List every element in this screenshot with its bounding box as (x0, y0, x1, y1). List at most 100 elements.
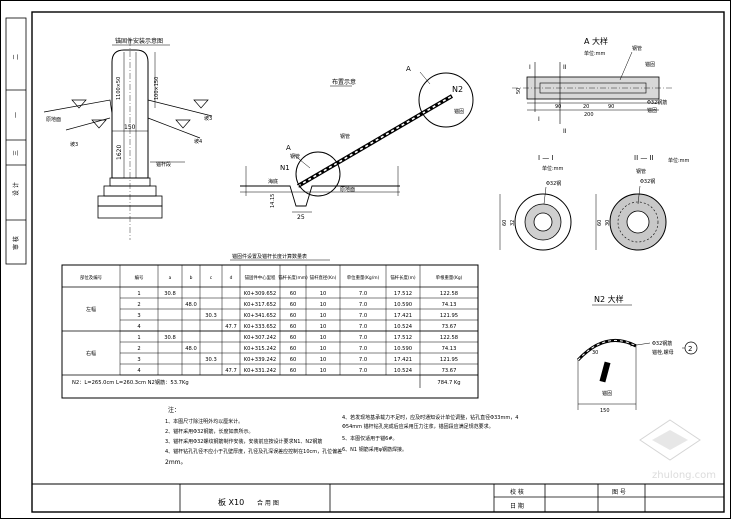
table-cell: 10 (320, 302, 327, 308)
inner-border (31, 11, 725, 513)
section-ii: II — II 单位:mm 钢管 Φ32钢 60 30 (595, 154, 690, 251)
section-i-mark-bottom: I (538, 116, 540, 123)
section-ii-dim-30: 30 (605, 220, 611, 226)
table-cell: 60 (290, 302, 297, 308)
check-label: 校 核 (510, 488, 524, 496)
table-title: 锚固件设置及锚杆长度计算数量表 (232, 253, 307, 260)
steel-pipe-label: 钢管 (340, 133, 350, 140)
table-cell: 10 (320, 291, 327, 297)
label-a-upper: A (406, 65, 411, 73)
table-cell: 60 (290, 346, 297, 352)
dim-90a: 90 (555, 104, 561, 110)
table-header-cell: 锚固件中心里程 (245, 274, 276, 281)
notes-block: 注： 1、本图尺寸除注明外均以厘米计。 2、锚杆采用Φ32钢筋，长度如表所示。 … (165, 406, 518, 466)
detail-a-anchor: 锚固 (645, 61, 655, 68)
side-text-5: 审 核 (12, 236, 20, 250)
anchor-label: 锚固 (454, 108, 464, 115)
anchor-view-title: 锚固件安装示意图 (115, 37, 163, 45)
table-cell: 7.0 (359, 302, 367, 308)
section-i-dim-32: 32 (510, 220, 516, 226)
table-cell: 3 (137, 357, 140, 363)
sea-label: 海底 (268, 178, 278, 185)
notes-heading: 注： (168, 406, 180, 414)
pipe-label: 钢管 (290, 153, 300, 160)
table-cell: 30.8 (164, 335, 176, 341)
table-cell: 7.0 (359, 335, 367, 341)
table-cell: 2 (137, 346, 140, 352)
table-footer-total: 784.7 Kg (437, 380, 460, 386)
table-header-cell: 编号 (135, 274, 144, 281)
table-header-cell: 锚杆长度(mm) (278, 274, 308, 281)
detail-circle-a (295, 151, 341, 197)
dim-1100: 1100×50 (116, 77, 122, 100)
table-cell: K0+315.242 (244, 346, 277, 352)
n2-dim-30: 30 (592, 350, 598, 356)
table-cell: 122.58 (440, 291, 458, 297)
table-cell: 10 (320, 313, 327, 319)
dim-200: 200 (584, 112, 594, 118)
drawing-label: 合 用 图 (257, 499, 279, 507)
table-cell: 1 (137, 335, 140, 341)
table-cell: K0+331.242 (244, 368, 277, 374)
note-left-2: 2、锚杆采用Φ32钢筋，长度如表所示。 (165, 428, 253, 435)
table-cell: K0+307.242 (244, 335, 277, 341)
table-cell: 10.590 (394, 302, 412, 308)
table-cell: 121.95 (440, 357, 458, 363)
table-cell: 47.7 (225, 368, 237, 374)
table-cell: 73.67 (442, 324, 457, 330)
note-right-2: Φ54mm 锚杆钻孔完成后应采用压力注浆，锚固段应满足规范要求。 (342, 423, 494, 430)
section-ii-dim-60: 60 (597, 220, 603, 226)
table-header-cell: 单位重量(Kg/m) (347, 274, 380, 281)
note-right-4: 6、N1 钢筋采用φ钢筋焊接。 (342, 446, 407, 453)
label-a-lower: A (286, 144, 291, 152)
dim-20: 20 (583, 104, 589, 110)
detail-a-pipe: 钢管 (632, 45, 642, 52)
dim-100: 100×150 (154, 77, 160, 100)
note-left-5: 2mm。 (165, 459, 187, 466)
section-i-title: I — I (538, 154, 554, 162)
table-cell: 10 (320, 357, 327, 363)
table-cell: 3 (137, 313, 140, 319)
side-strip: 二 一 三 设 计 审 核 (5, 17, 27, 265)
dim-150: 150 (124, 124, 136, 131)
table-cell: 60 (290, 313, 297, 319)
detail-a-anchor2: 锚固 (647, 107, 657, 114)
date-label: 日 期 (510, 502, 524, 510)
table-cell: 7.0 (359, 368, 367, 374)
table-header-cell: 锚杆直径(Kn) (310, 274, 337, 281)
table-cell: 1 (137, 291, 140, 297)
table-group-label: 右幅 (86, 350, 96, 357)
note-right-1: 4、若发现地基承载力不足时，应及时通知设计单位调整，钻孔直径Φ33mm，4 (342, 414, 518, 421)
section-i-unit: 单位:mm (542, 165, 564, 172)
detail-a-title: A 大样 (584, 36, 608, 46)
table-cell: 17.512 (394, 335, 412, 341)
table-cell: 60 (290, 335, 297, 341)
n2-title: N2 大样 (594, 294, 624, 304)
n2-dim-150: 150 (600, 408, 610, 414)
dim-1415: 14.15 (270, 194, 276, 208)
table-cell: 4 (137, 368, 141, 374)
dim-50: 50 (516, 88, 522, 94)
table-cell: 121.95 (440, 313, 458, 319)
table-header-cell: 部位及编号 (80, 274, 103, 281)
table-cell: K0+317.652 (244, 302, 277, 308)
table-group-label: 左幅 (86, 306, 96, 313)
table-header-cell: a (169, 276, 172, 281)
table-cell: 60 (290, 368, 297, 374)
section-ii-mark-bottom: II (563, 128, 567, 135)
table-cell: 122.58 (440, 335, 458, 341)
table-cell: 30.3 (205, 313, 217, 319)
table-cell: 17.421 (394, 313, 412, 319)
note-left-1: 1、本图尺寸除注明外均以厘米计。 (165, 418, 243, 425)
title-block: 板 X10 合 用 图 校 核 日 期 图 号 (32, 483, 724, 512)
detail-a-spec: Φ32钢筋 (647, 99, 667, 106)
table-cell: 74.13 (442, 302, 457, 308)
table-cell: 48.0 (185, 302, 197, 308)
note-left-4: 4、锚杆钻孔孔径不应小于孔壁厚度，孔径及孔深误差应控制在10cm，孔位偏差 (165, 448, 342, 455)
detail-a: A 大样 单位:mm I II I II 90 20 90 200 50 钢管 … (512, 36, 672, 135)
table-cell: 60 (290, 291, 297, 297)
table-cell: 48.0 (185, 346, 197, 352)
dim-90b: 90 (608, 104, 614, 110)
table-header-cell: b (190, 275, 193, 281)
